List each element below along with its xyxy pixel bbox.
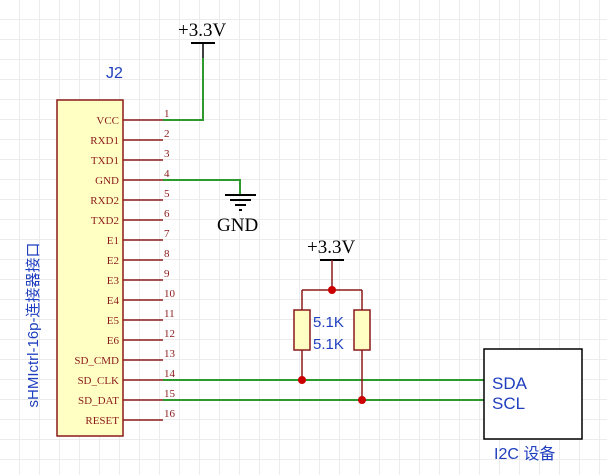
i2c-device-label: I2C 设备 <box>494 445 555 463</box>
i2c-device-body <box>483 348 583 440</box>
pin-number-4: 4 <box>164 168 170 180</box>
pin-name-e6: E6 <box>107 335 120 347</box>
pin-name-e3: E3 <box>107 275 120 287</box>
connector-body <box>56 99 124 437</box>
pin-name-rxd2: RXD2 <box>90 195 119 207</box>
pin-name-txd2: TXD2 <box>91 215 119 227</box>
i2c-pin-sda: SDA <box>492 374 528 393</box>
pin-name-sd-cmd: SD_CMD <box>74 355 119 367</box>
pin-name-gnd: GND <box>95 175 119 187</box>
pin-number-10: 10 <box>164 288 176 300</box>
pin-number-9: 9 <box>164 268 170 280</box>
pin-number-8: 8 <box>164 248 170 260</box>
junction-scl <box>358 396 366 404</box>
pin-number-16: 16 <box>164 408 176 420</box>
pin-name-txd1: TXD1 <box>91 155 119 167</box>
pin-number-2: 2 <box>164 128 170 140</box>
wires <box>163 58 484 401</box>
pin-number-3: 3 <box>164 148 170 160</box>
ground-symbol: GND <box>217 194 258 236</box>
resistor-1 <box>293 309 311 351</box>
pullup-network: 5.1K 5.1K <box>293 289 371 400</box>
pin-number-11: 11 <box>164 308 175 320</box>
power-symbol-mid: +3.3V <box>307 237 355 290</box>
i2c-pin-scl: SCL <box>492 394 525 413</box>
pin-name-e1: E1 <box>107 235 119 247</box>
ground-label: GND <box>217 215 258 236</box>
power-label-mid: +3.3V <box>307 237 355 258</box>
pin-number-1: 1 <box>164 108 170 120</box>
pin-name-vcc: VCC <box>96 115 119 127</box>
resistor-1-value: 5.1K <box>313 314 344 331</box>
pin-number-7: 7 <box>164 228 170 240</box>
pin-name-e5: E5 <box>107 315 120 327</box>
pin-name-reset: RESET <box>85 415 119 427</box>
pin-name-e4: E4 <box>107 295 120 307</box>
connector-name: sHMIctrl-16p-连接器接口 <box>25 242 42 407</box>
pin-number-12: 12 <box>164 328 175 340</box>
pin-name-rxd1: RXD1 <box>90 135 119 147</box>
i2c-device: SDA SCL I2C 设备 <box>483 348 583 463</box>
pin-number-15: 15 <box>164 388 176 400</box>
pin-number-6: 6 <box>164 208 170 220</box>
pin-number-14: 14 <box>164 368 176 380</box>
pin-number-13: 13 <box>164 348 176 360</box>
wire-gnd <box>163 179 241 195</box>
pin-name-e2: E2 <box>107 255 119 267</box>
connector-designator: J2 <box>106 65 123 82</box>
pin-name-sd-dat: SD_DAT <box>78 395 119 407</box>
wire-vcc <box>163 58 204 121</box>
junction-sda <box>298 376 306 384</box>
resistor-2-value: 5.1K <box>313 336 344 353</box>
junction-pullup-top <box>328 286 336 294</box>
pin-name-sd-clk: SD_CLK <box>77 375 119 387</box>
resistor-2 <box>353 309 371 351</box>
power-label-top: +3.3V <box>178 20 226 41</box>
pin-number-5: 5 <box>164 188 170 200</box>
power-symbol-top: +3.3V <box>178 20 226 58</box>
